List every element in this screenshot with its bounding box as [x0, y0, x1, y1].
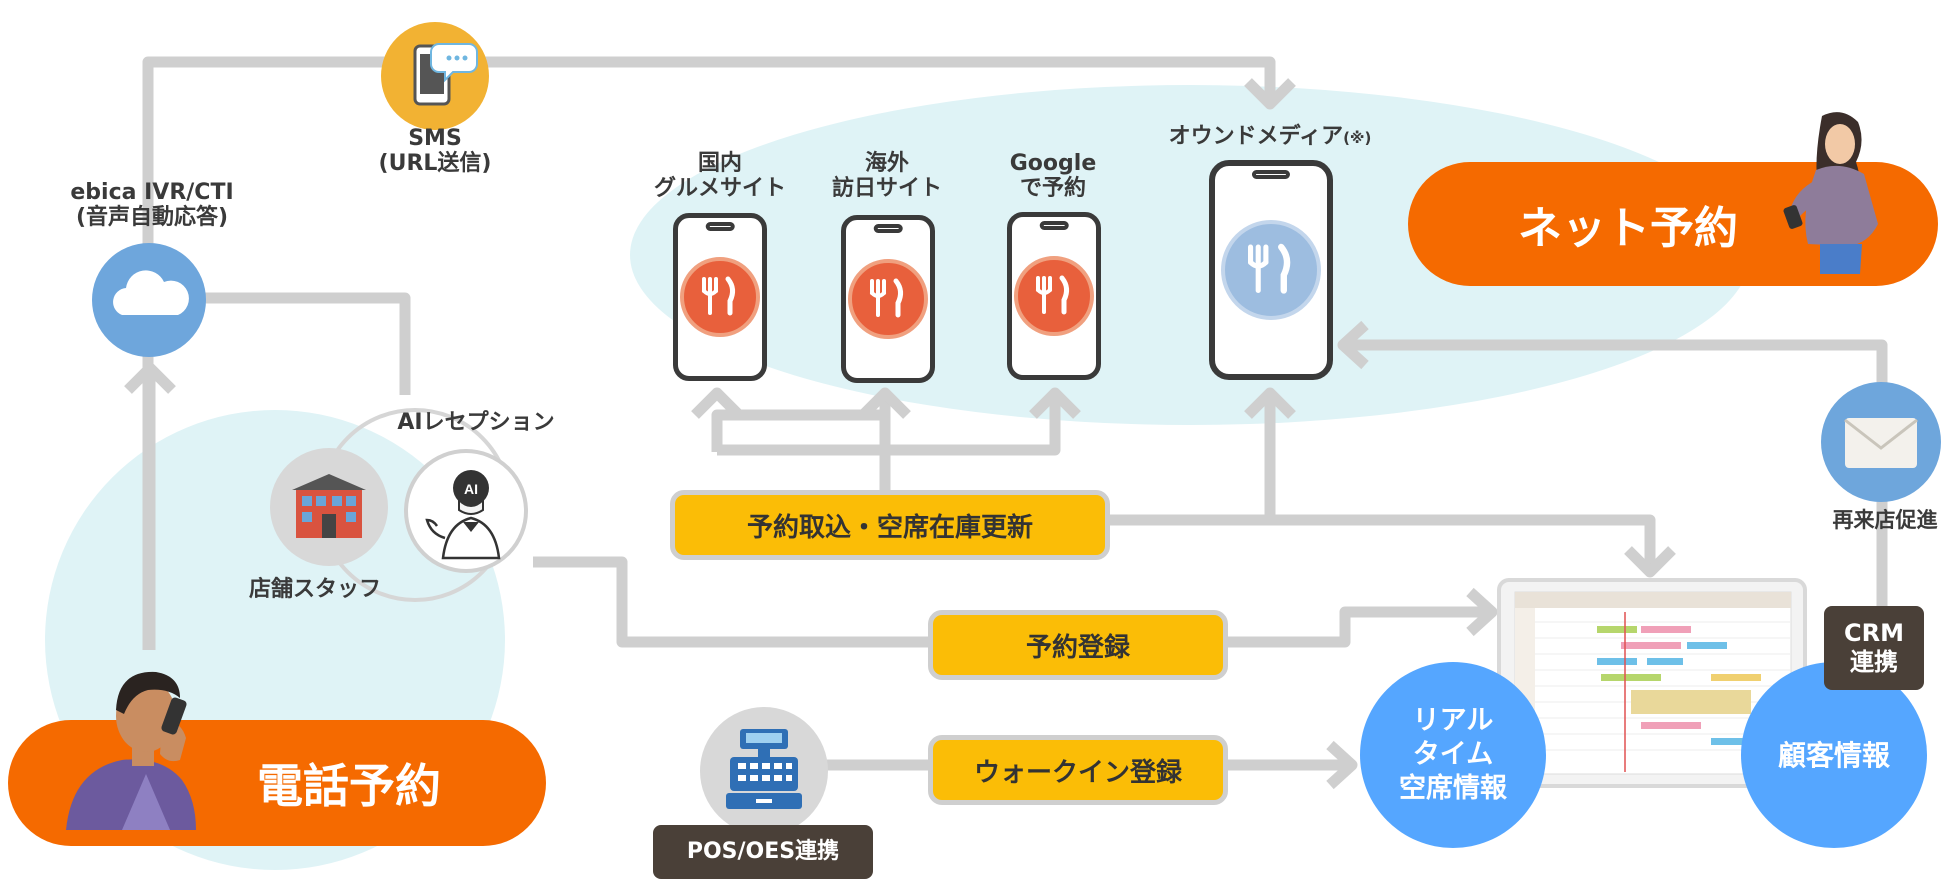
tablet-arrowhead [1624, 546, 1676, 578]
cloud-arrowhead [124, 362, 176, 394]
domestic-site-label: 国内グルメサイト [653, 151, 786, 202]
envelope-icon [1821, 382, 1941, 502]
cash-register-icon [700, 707, 828, 835]
ai-reception-label: AIレセプション [397, 410, 555, 435]
ivr-label: ebica IVR/CTI(音声自動応答) [70, 180, 234, 231]
import-update-box: 予約取込・空席在庫更新 [670, 490, 1110, 560]
register-arrowhead [1466, 587, 1498, 637]
walkin-register-box: ウォークイン登録 [928, 735, 1228, 805]
fork-knife-icon [1014, 256, 1094, 336]
sms-label: SMS(URL送信) [378, 126, 492, 177]
overseas-arrowhead [859, 387, 911, 419]
sms-arrowhead [1244, 78, 1296, 110]
google-arrowhead [1029, 387, 1081, 419]
fork-knife-icon [680, 257, 760, 337]
svg-text:AI: AI [464, 481, 478, 497]
owned-media-arrowhead [1244, 387, 1296, 419]
reservation-register-box: 予約登録 [928, 610, 1228, 680]
realtime-vacancy-circle: リアルタイム空席情報 [1360, 662, 1546, 848]
ai-robot-icon: AI [403, 448, 529, 574]
walkin-arrowhead [1326, 740, 1358, 790]
overseas-site-phone [841, 215, 935, 383]
owned-media-phone [1209, 160, 1333, 380]
sites-hline [717, 395, 1061, 456]
fork-knife-icon [1221, 220, 1321, 320]
domestic-site-phone [673, 213, 767, 381]
smartphone-sms-icon [381, 22, 489, 130]
import-to-tablet-line [1100, 514, 1656, 568]
pos-oes-box: POS/OES連携 [653, 825, 873, 879]
cloud-icon [92, 243, 206, 357]
store-staff-label: 店舗スタッフ [248, 577, 381, 602]
crm-arrowhead [1337, 320, 1369, 370]
fork-knife-icon [848, 259, 928, 339]
owned-media-label: オウンドメディア(※) [1168, 124, 1372, 149]
cloud-to-ai-line [195, 292, 411, 395]
revisit-label: 再来店促進 [1832, 508, 1938, 532]
person-smartphone-icon [1770, 108, 1910, 274]
crm-line [1345, 339, 1888, 625]
customer-info-circle: 顧客情報 [1741, 662, 1927, 848]
domestic-arrowhead [691, 387, 743, 419]
overseas-site-label: 海外訪日サイト [831, 151, 942, 202]
google-phone [1007, 212, 1101, 380]
person-phone-icon [58, 668, 228, 830]
building-icon [270, 448, 388, 566]
